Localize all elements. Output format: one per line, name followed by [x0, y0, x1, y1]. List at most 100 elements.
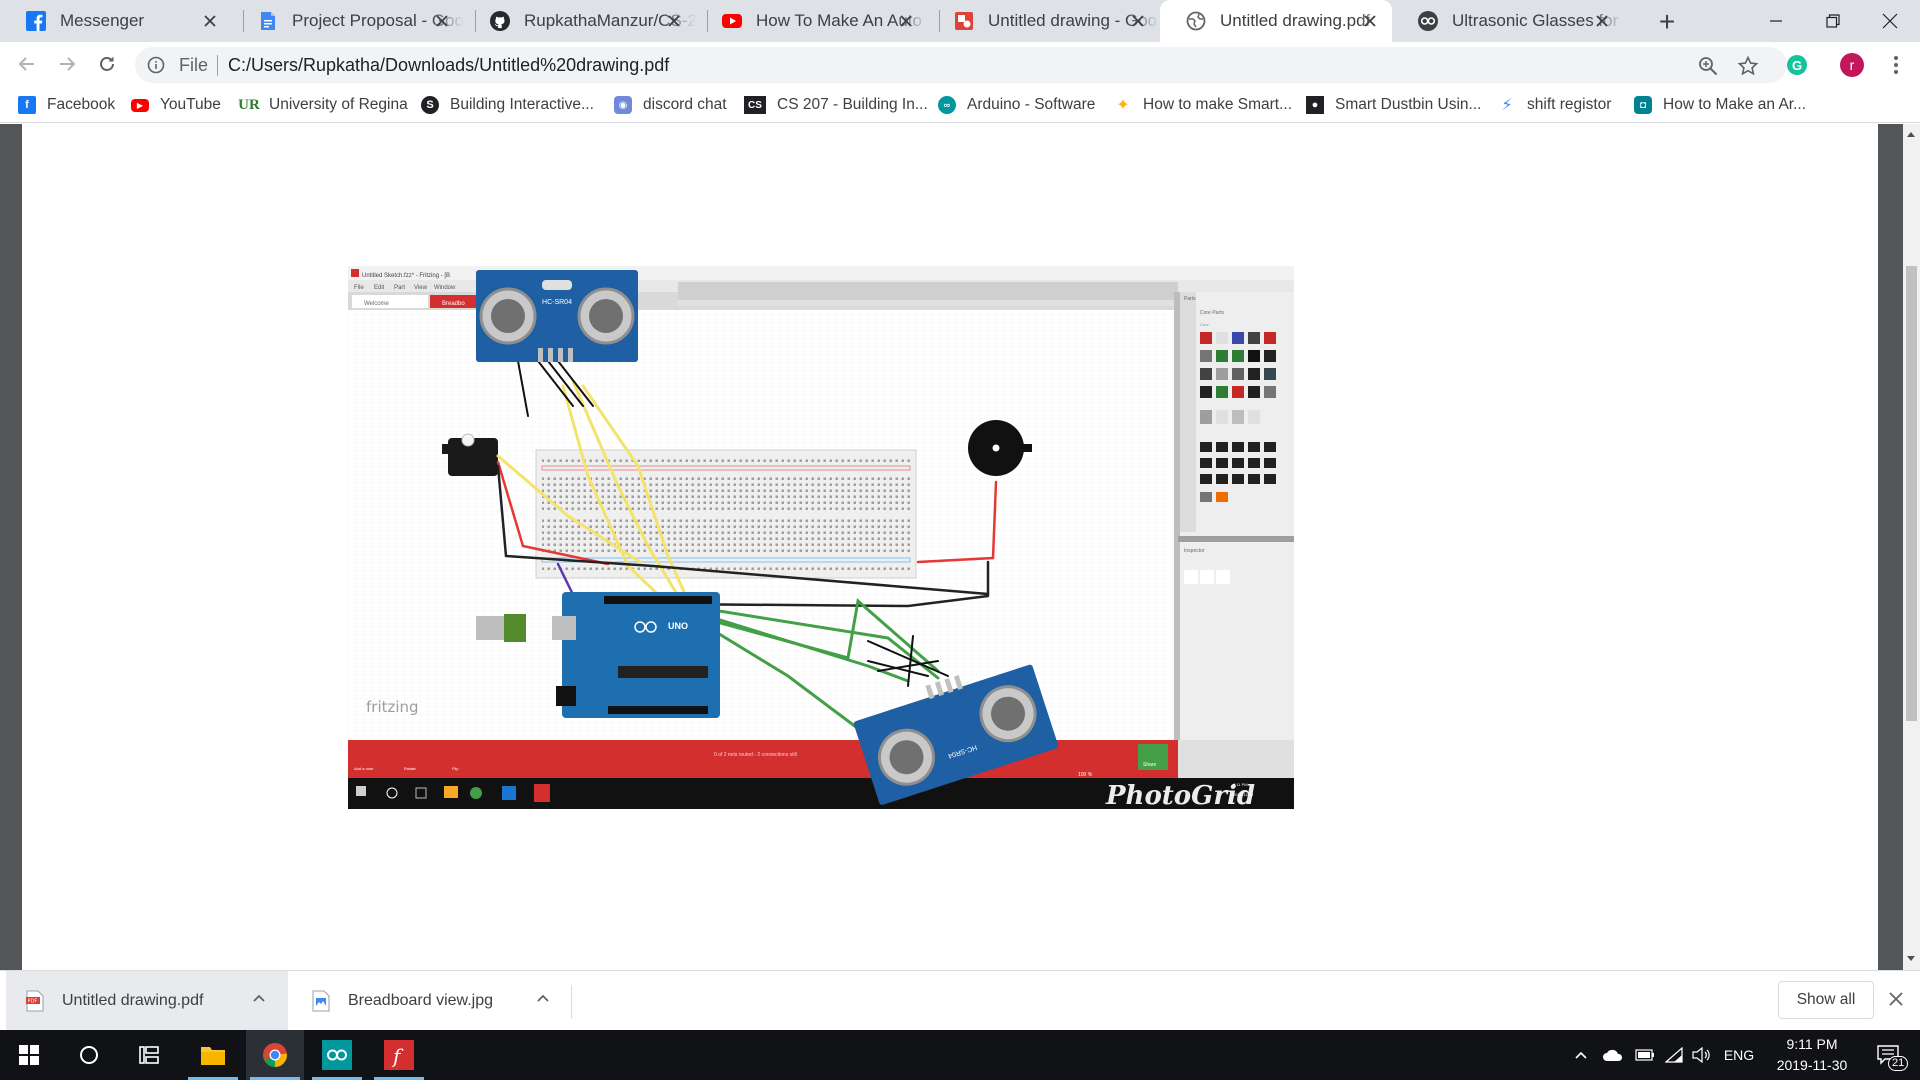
scrollbar-thumb[interactable]	[1906, 266, 1917, 721]
taskbar-clock[interactable]: 9:11 PM 2019-11-30	[1762, 1034, 1862, 1076]
close-icon[interactable]	[1360, 11, 1380, 31]
bookmark-smart-dustbin[interactable]: ● Smart Dustbin Usin...	[1306, 94, 1481, 116]
fritzing-button[interactable]: f	[370, 1030, 428, 1080]
search-button[interactable]	[60, 1030, 118, 1080]
file-explorer-button[interactable]	[184, 1030, 242, 1080]
tab-github-repo[interactable]: RupkathaManzur/CS-2	[464, 0, 696, 42]
bookmark-label: CS 207 - Building In...	[777, 96, 928, 113]
close-icon[interactable]	[1886, 989, 1906, 1009]
input-language-button[interactable]: ENG	[1718, 1030, 1760, 1080]
profile-avatar[interactable]: r	[1840, 53, 1864, 77]
folder-icon	[201, 1047, 225, 1065]
restore-button[interactable]	[1804, 0, 1861, 42]
bookmark-facebook[interactable]: f Facebook	[18, 94, 115, 116]
language-label: ENG	[1723, 1047, 1755, 1063]
reload-button[interactable]	[92, 49, 122, 79]
show-hidden-icons-button[interactable]	[1568, 1030, 1594, 1080]
download-item-jpg[interactable]: Breadboard view.jpg	[296, 971, 572, 1031]
skillshare-icon: S	[421, 96, 439, 114]
bookmark-how-to-make-smart[interactable]: ✦ How to make Smart...	[1114, 94, 1292, 116]
close-icon[interactable]	[432, 11, 452, 31]
address-bar[interactable]: File C:/Users/Rupkatha/Downloads/Untitle…	[135, 47, 1787, 83]
google-docs-icon	[261, 12, 275, 30]
onedrive-tray-icon[interactable]	[1598, 1030, 1628, 1080]
tab-project-proposal[interactable]: Project Proposal - Goo	[232, 0, 464, 42]
image-file-icon	[312, 990, 330, 1012]
tab-strip: Messenger Project Proposal - Goo Rupkath…	[0, 0, 1920, 42]
task-view-button[interactable]	[120, 1030, 178, 1080]
tab-separator	[475, 10, 476, 32]
new-tab-button[interactable]: +	[1652, 6, 1682, 37]
close-icon[interactable]	[1128, 11, 1148, 31]
sensor-label-top: HC-SR04	[542, 299, 572, 306]
grammarly-extension-icon[interactable]: G	[1787, 55, 1807, 75]
chevron-up-icon[interactable]	[252, 991, 266, 1005]
bookmark-cs207[interactable]: CS CS 207 - Building In...	[744, 94, 928, 116]
bookmark-university-of-regina[interactable]: UR University of Regina	[238, 94, 408, 116]
scroll-down-arrow[interactable]	[1907, 956, 1915, 961]
arduino-ide-button[interactable]	[308, 1030, 366, 1080]
chevron-up-icon[interactable]	[536, 991, 550, 1005]
menu-button[interactable]	[1886, 53, 1906, 77]
bookmark-shift-registor[interactable]: ⚡ shift registor	[1498, 94, 1611, 116]
speaker-icon	[1692, 1047, 1710, 1063]
back-button[interactable]	[12, 49, 42, 79]
fritzing-core-label: Core	[1200, 322, 1209, 327]
bookmark-label: Arduino - Software	[967, 96, 1096, 113]
instructables-icon: ✦	[1116, 97, 1130, 114]
battery-icon	[1635, 1049, 1654, 1061]
download-item-pdf[interactable]: PDF Untitled drawing.pdf	[6, 971, 288, 1031]
bookmark-arduino-software[interactable]: ∞ Arduino - Software	[938, 94, 1095, 116]
zoom-icon[interactable]	[1697, 55, 1719, 77]
minimize-button[interactable]	[1747, 0, 1804, 42]
info-icon[interactable]	[147, 56, 165, 74]
tab-title: Ultrasonic Glasses for t	[1452, 11, 1624, 30]
bookmark-discord-chat[interactable]: ◉ discord chat	[614, 94, 727, 116]
browser-toolbar: File C:/Users/Rupkatha/Downloads/Untitle…	[0, 42, 1920, 87]
bookmark-building-interactive[interactable]: S Building Interactive...	[421, 94, 594, 116]
bookmark-star-icon[interactable]	[1737, 55, 1759, 77]
profile-initial: r	[1849, 57, 1855, 73]
arduino-board-label: UNO	[668, 621, 688, 631]
vertical-scrollbar[interactable]	[1903, 124, 1920, 970]
arduino-icon	[322, 1040, 352, 1070]
forward-button[interactable]	[52, 49, 82, 79]
tab-ultrasonic-glasses[interactable]: Ultrasonic Glasses for t	[1392, 0, 1624, 42]
restore-icon	[1825, 14, 1840, 28]
close-icon[interactable]	[664, 11, 684, 31]
window-close-button[interactable]	[1861, 0, 1918, 42]
action-center-button[interactable]: 21	[1866, 1030, 1910, 1080]
usb-cable	[476, 614, 526, 642]
close-icon[interactable]	[1592, 11, 1612, 31]
download-separator	[571, 985, 572, 1019]
search-circle-icon	[80, 1046, 98, 1064]
bookmark-how-to-make-an-ar[interactable]: ◘ How to Make an Ar...	[1634, 94, 1806, 116]
bookmark-label: YouTube	[160, 96, 221, 113]
pdf-viewer[interactable]: Untitled Sketch.fzz* - Fritzing - [B Fil…	[0, 124, 1920, 970]
download-shelf: PDF Untitled drawing.pdf Breadboard view…	[0, 970, 1920, 1031]
volume-tray-icon[interactable]	[1688, 1030, 1716, 1080]
discord-icon: ◉	[614, 96, 632, 114]
close-icon[interactable]	[200, 11, 220, 31]
scroll-up-arrow[interactable]	[1907, 132, 1915, 137]
url-text[interactable]: C:/Users/Rupkatha/Downloads/Untitled%20d…	[228, 55, 670, 75]
bookmark-youtube[interactable]: ▶ YouTube	[131, 94, 221, 116]
address-separator	[217, 55, 218, 76]
battery-tray-icon[interactable]	[1630, 1030, 1660, 1080]
pdf-file-icon: PDF	[26, 990, 44, 1012]
show-all-button[interactable]: Show all	[1778, 981, 1874, 1019]
chrome-button[interactable]	[246, 1030, 304, 1080]
tab-untitled-drawing-pdf[interactable]: Untitled drawing.pdf	[1160, 0, 1392, 42]
fritzing-rotate: Rotate	[404, 766, 417, 771]
tab-messenger[interactable]: Messenger	[0, 0, 232, 42]
cloud-icon	[1603, 1049, 1623, 1061]
close-icon[interactable]	[896, 11, 916, 31]
arrow-left-icon	[18, 57, 34, 71]
tab-youtube-video[interactable]: How To Make An Auto	[696, 0, 928, 42]
globe-icon	[1186, 11, 1206, 31]
tab-google-drawing[interactable]: Untitled drawing - Goo	[928, 0, 1160, 42]
start-button[interactable]	[0, 1030, 58, 1080]
bookmark-label: How to make Smart...	[1143, 96, 1293, 113]
bookmark-label: shift registor	[1527, 96, 1612, 113]
network-tray-icon[interactable]	[1660, 1030, 1688, 1080]
